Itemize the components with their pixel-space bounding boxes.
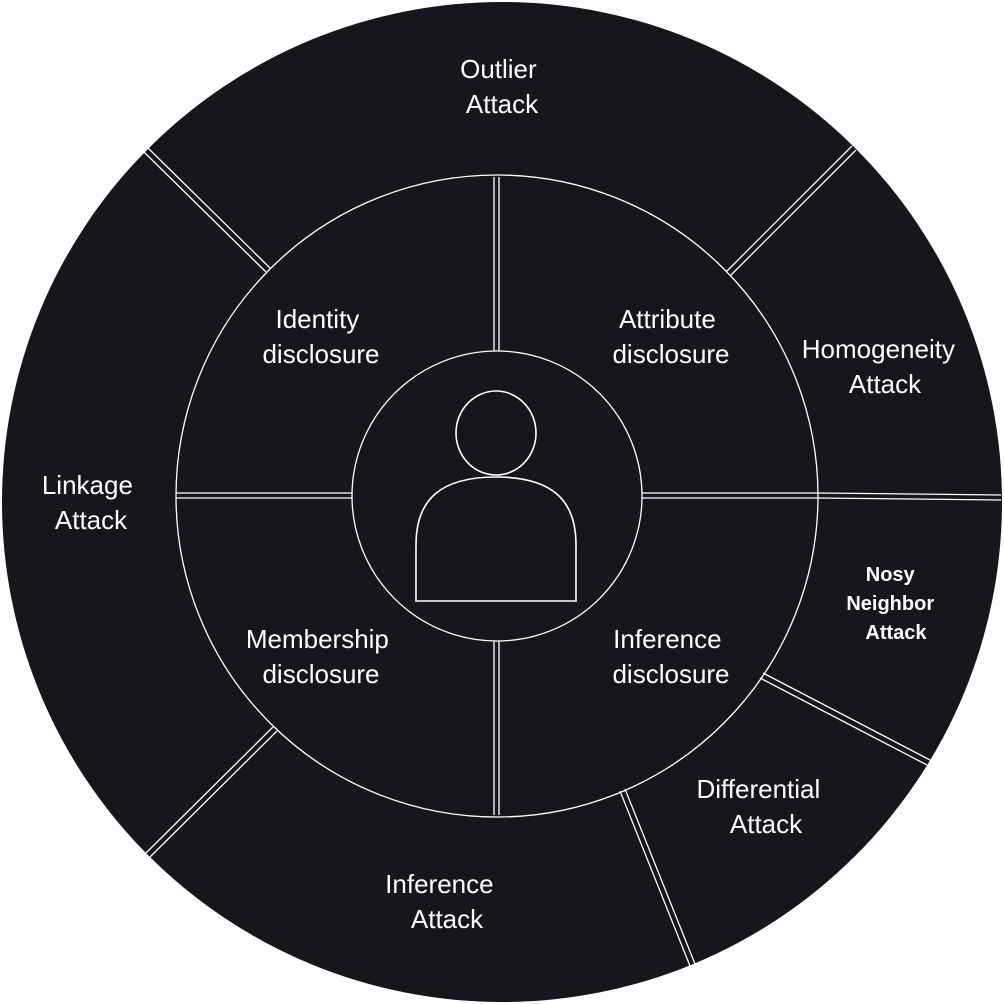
outlier-attack-line1: Outlier — [460, 54, 537, 84]
membership-disclosure-label: Membership disclosure — [246, 624, 396, 689]
differential-attack-line2: Attack — [730, 809, 803, 839]
homogeneity-attack-line1: Homogeneity — [802, 334, 955, 364]
homogeneity-attack-label: Homogeneity Attack — [802, 334, 962, 399]
homogeneity-attack-line2: Attack — [849, 369, 922, 399]
middle-ring — [175, 174, 819, 818]
differential-attack-label: Differential Attack — [696, 774, 827, 839]
membership-disclosure-line1: Membership — [246, 624, 389, 654]
inference-disclosure-line1: Inference — [613, 624, 721, 654]
attribute-disclosure-line1: Attribute — [619, 304, 716, 334]
inner-circle — [351, 350, 643, 642]
attribute-disclosure-line2: disclosure — [612, 339, 729, 369]
linkage-attack-line1: Linkage — [42, 470, 133, 500]
nosy-neighbor-attack-line1: Nosy — [866, 564, 916, 586]
disclosure-dividers — [176, 177, 818, 815]
nosy-neighbor-attack-label: Nosy Neighbor Attack — [846, 564, 939, 644]
attack-dividers — [143, 145, 1002, 967]
nosy-neighbor-attack-line3: Attack — [865, 622, 927, 644]
attribute-disclosure-label: Attribute disclosure — [612, 304, 729, 369]
identity-disclosure-line2: disclosure — [262, 339, 379, 369]
inference-attack-label: Inference Attack — [385, 869, 501, 934]
identity-disclosure-line1: Identity — [275, 304, 359, 334]
inference-disclosure-line2: disclosure — [612, 659, 729, 689]
inference-disclosure-label: Inference disclosure — [612, 624, 729, 689]
membership-disclosure-line2: disclosure — [262, 659, 379, 689]
inference-attack-line2: Attack — [411, 904, 484, 934]
linkage-attack-label: Linkage Attack — [42, 470, 140, 535]
differential-attack-line1: Differential — [696, 774, 820, 804]
person-icon — [415, 390, 577, 602]
nosy-neighbor-attack-line2: Neighbor — [846, 593, 934, 615]
inference-attack-line1: Inference — [385, 869, 493, 899]
identity-disclosure-label: Identity disclosure — [262, 304, 379, 369]
outlier-attack-line2: Attack — [466, 89, 539, 119]
outlier-attack-label: Outlier Attack — [460, 54, 544, 119]
linkage-attack-line2: Attack — [55, 505, 128, 535]
